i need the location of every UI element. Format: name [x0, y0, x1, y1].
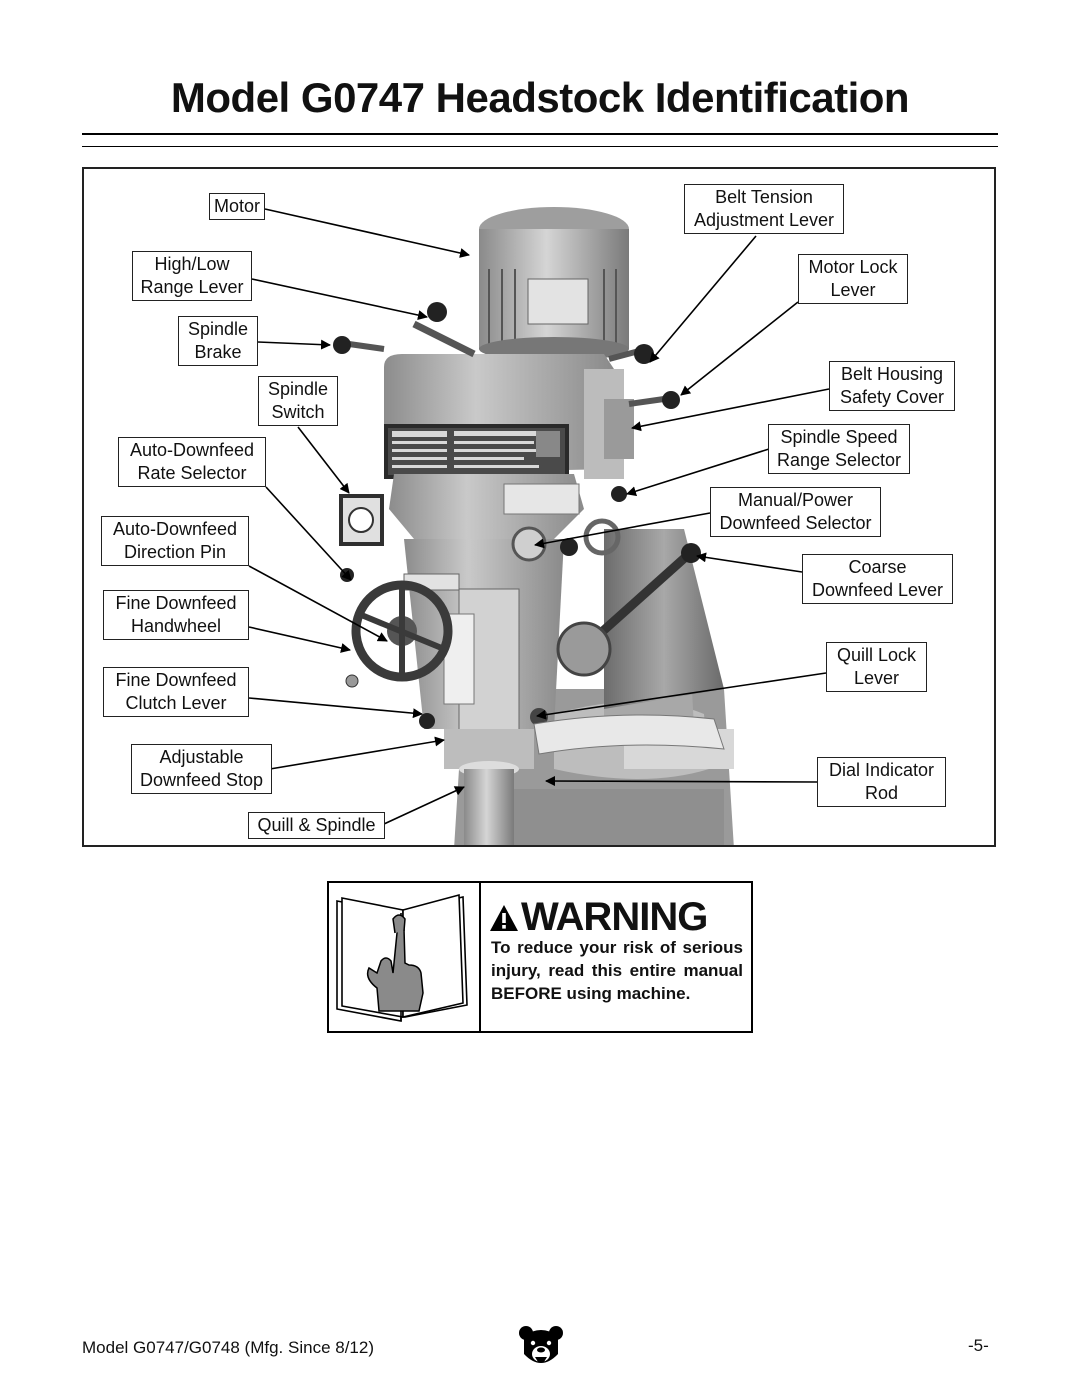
label-line: Downfeed Lever [811, 580, 944, 600]
label-belt-tension-adjustment-lever: Belt Tension Adjustment Lever [684, 184, 844, 234]
label-line: Direction Pin [123, 542, 227, 562]
label-spindle-brake: Spindle Brake [178, 316, 258, 366]
label-quill-spindle: Quill & Spindle [248, 812, 385, 839]
label-line: Handwheel [130, 616, 222, 636]
label-line: Adjustable [159, 747, 244, 767]
label-fine-downfeed-clutch-lever: Fine Downfeed Clutch Lever [103, 667, 249, 717]
manual-reading-icon [336, 893, 468, 1022]
label-line: Downfeed Selector [719, 513, 872, 533]
label-line: Lever [830, 280, 876, 300]
warning-box: WARNING To reduce your risk of serious i… [327, 881, 753, 1033]
bear-logo-icon [519, 1326, 563, 1363]
label-line: Quill Lock [836, 645, 917, 665]
label-line: Downfeed Stop [139, 770, 264, 790]
label-motor-lock-lever: Motor Lock Lever [798, 254, 908, 304]
label-line: Brake [194, 342, 242, 362]
label-line: Rod [864, 783, 899, 803]
label-fine-downfeed-handwheel: Fine Downfeed Handwheel [103, 590, 249, 640]
warning-text: To reduce your risk of serious injury, r… [491, 938, 743, 1003]
label-line: Switch [271, 402, 325, 422]
label-line: Belt Housing [840, 364, 944, 384]
label-line: Range Selector [776, 450, 902, 470]
warning-heading: WARNING [489, 895, 708, 940]
label-line: Dial Indicator [828, 760, 935, 780]
label-line: Spindle [187, 319, 249, 339]
label-line: Adjustment Lever [693, 210, 835, 230]
footer-model-line: Model G0747/G0748 (Mfg. Since 8/12) [82, 1338, 374, 1357]
warning-triangle-icon [490, 904, 518, 931]
label-line: Belt Tension [715, 187, 813, 207]
label-line: Safety Cover [839, 387, 945, 407]
label-line: Auto-Downfeed [129, 440, 255, 460]
title-rule-bottom [82, 146, 998, 147]
label-spindle-speed-range-selector: Spindle Speed Range Selector [768, 424, 910, 474]
label-line: Fine Downfeed [115, 670, 237, 690]
label-high-low-range-lever: High/Low Range Lever [132, 251, 252, 301]
label-motor-text: Motor [214, 196, 261, 216]
label-spindle-switch: Spindle Switch [258, 376, 338, 426]
warning-heading-text: WARNING [521, 895, 708, 939]
label-line: Auto-Downfeed [112, 519, 238, 539]
label-line: Rate Selector [137, 463, 247, 483]
page-title: Model G0747 Headstock Identification [170, 74, 910, 121]
label-coarse-downfeed-lever: Coarse Downfeed Lever [802, 554, 953, 604]
label-dial-indicator-rod: Dial Indicator Rod [817, 757, 946, 807]
label-belt-housing-safety-cover: Belt Housing Safety Cover [829, 361, 955, 411]
label-adjustable-downfeed-stop: Adjustable Downfeed Stop [131, 744, 272, 794]
label-line: Spindle Speed [780, 427, 898, 447]
label-line: Motor Lock [808, 257, 898, 277]
label-line: Clutch Lever [125, 693, 227, 713]
title-rule-top [82, 133, 998, 135]
footer-page-number: -5- [968, 1336, 989, 1355]
label-quill-lock-lever: Quill Lock Lever [826, 642, 927, 692]
label-line: Manual/Power [737, 490, 854, 510]
label-quill-spindle-text: Quill & Spindle [257, 815, 376, 835]
warning-divider [479, 883, 481, 1031]
label-line: High/Low [154, 254, 230, 274]
label-line: Coarse [848, 557, 907, 577]
label-manual-power-downfeed-selector: Manual/Power Downfeed Selector [710, 487, 881, 537]
label-auto-downfeed-rate-selector: Auto-Downfeed Rate Selector [118, 437, 266, 487]
label-auto-downfeed-direction-pin: Auto-Downfeed Direction Pin [101, 516, 249, 566]
headstock-figure: Motor High/Low Range Lever Spindle Brake… [82, 167, 996, 847]
label-line: Lever [853, 668, 900, 688]
headstock-photo [333, 207, 734, 845]
label-motor: Motor [209, 193, 265, 220]
label-line: Range Lever [140, 277, 244, 297]
label-line: Spindle [267, 379, 329, 399]
label-line: Fine Downfeed [115, 593, 237, 613]
